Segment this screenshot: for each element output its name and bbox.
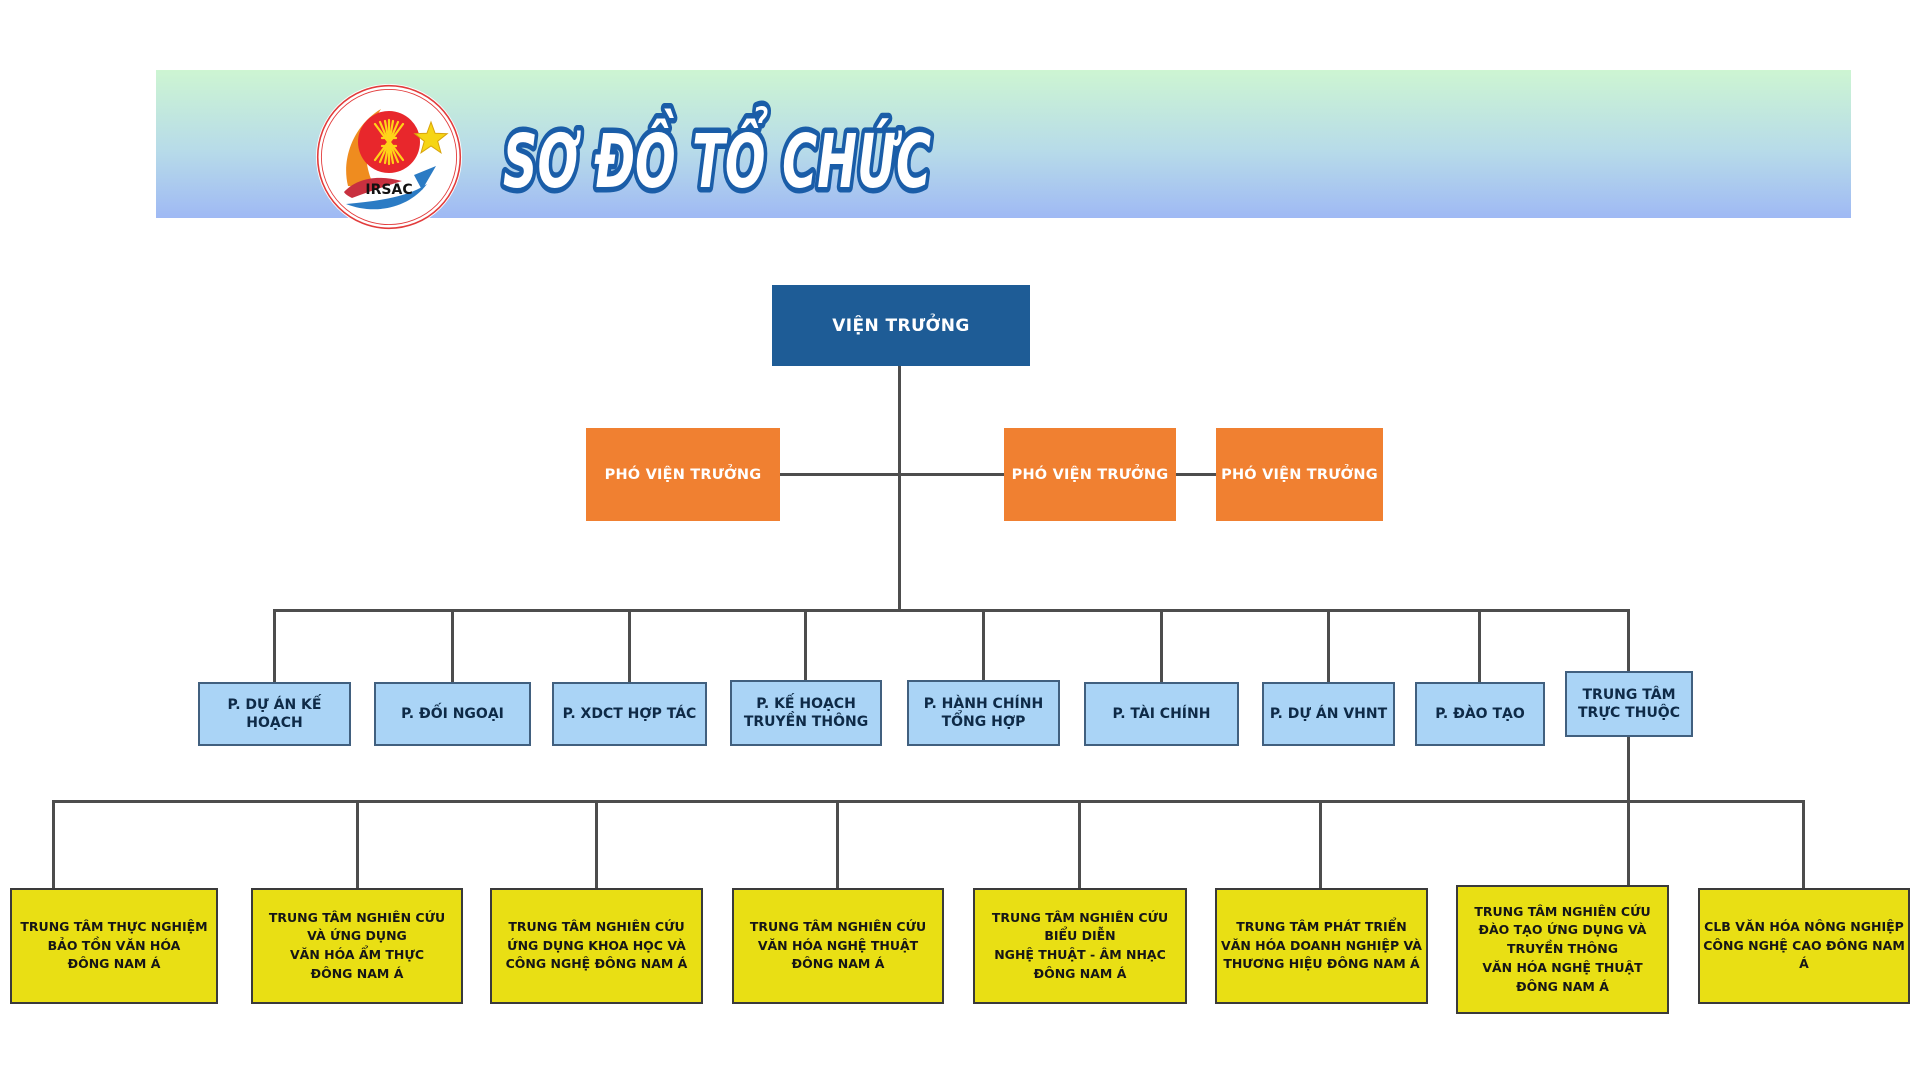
- connector-stub: [1160, 610, 1163, 682]
- department-box-xdct-hop-tac: P. XDCT HỢP TÁC: [552, 682, 707, 746]
- irsac-logo: IRSAC: [316, 84, 462, 230]
- department-box-dao-tao: P. ĐÀO TẠO: [1415, 682, 1545, 746]
- connector-stub: [628, 610, 631, 682]
- center-box-doanh-nghiep-thuong-hieu: TRUNG TÂM PHÁT TRIỂN VĂN HÓA DOANH NGHIỆ…: [1215, 888, 1428, 1004]
- connector-stub: [804, 610, 807, 682]
- department-box-doi-ngoai: P. ĐỐI NGOẠI: [374, 682, 531, 746]
- department-label: P. TÀI CHÍNH: [1112, 705, 1211, 722]
- department-label: P. KẾ HOẠCH TRUYỀN THÔNG: [743, 695, 869, 730]
- connector-stub: [1627, 610, 1630, 671]
- director-box: VIỆN TRƯỞNG: [772, 285, 1030, 366]
- connector-stub: [595, 801, 598, 888]
- svg-text:SƠ ĐỒ TỔ CHỨC: SƠ ĐỒ TỔ CHỨC: [503, 105, 931, 205]
- deputy-director-box-2: PHÓ VIỆN TRƯỞNG: [1004, 428, 1176, 521]
- logo-arrow-swoosh: [346, 184, 427, 210]
- center-box-bieu-dien-am-nhac: TRUNG TÂM NGHIÊN CỨU BIỂU DIỄN NGHỆ THUẬ…: [973, 888, 1187, 1004]
- department-label: P. ĐỐI NGOẠI: [401, 705, 504, 722]
- connector-deputy-left: [780, 473, 1004, 476]
- center-box-clb-nong-nghiep: CLB VĂN HÓA NÔNG NGHIỆP CÔNG NGHỆ CAO ĐÔ…: [1698, 888, 1910, 1004]
- department-box-tai-chinh: P. TÀI CHÍNH: [1084, 682, 1239, 746]
- department-box-trung-tam-truc-thuoc: TRUNG TÂM TRỰC THUỘC: [1565, 671, 1693, 737]
- connector-stub: [1802, 801, 1805, 888]
- department-box-du-an-vhnt: P. DỰ ÁN VHNT: [1262, 682, 1395, 746]
- center-box-van-hoa-am-thuc: TRUNG TÂM NGHIÊN CỨU VÀ ỨNG DỤNG VĂN HÓA…: [251, 888, 463, 1004]
- logo-star-icon: [413, 120, 449, 154]
- department-label: P. DỰ ÁN KẾ HOẠCH: [227, 696, 322, 731]
- center-label: TRUNG TÂM NGHIÊN CỨU ĐÀO TẠO ỨNG DỤNG VÀ…: [1474, 903, 1651, 994]
- center-label: TRUNG TÂM THỰC NGHIỆM BẢO TỒN VĂN HÓA ĐÔ…: [20, 918, 208, 972]
- center-box-dao-tao-truyen-thong: TRUNG TÂM NGHIÊN CỨU ĐÀO TẠO ỨNG DỤNG VÀ…: [1456, 885, 1669, 1014]
- connector-stub: [356, 801, 359, 888]
- logo-rice-sheaf: [373, 118, 405, 166]
- department-box-hanh-chinh-tong-hop: P. HÀNH CHÍNH TỔNG HỢP: [907, 680, 1060, 746]
- center-box-van-hoa-nghe-thuat: TRUNG TÂM NGHIÊN CỨU VĂN HÓA NGHỆ THUẬT …: [732, 888, 944, 1004]
- department-box-ke-hoach-truyen-thong: P. KẾ HOẠCH TRUYỀN THÔNG: [730, 680, 882, 746]
- connector-stub: [451, 610, 454, 682]
- connector-departments-rail: [273, 609, 1630, 612]
- deputy-director-label: PHÓ VIỆN TRƯỞNG: [1011, 466, 1169, 483]
- connector-centers-trunk: [1627, 737, 1630, 888]
- connector-deputy-right: [1176, 473, 1216, 476]
- deputy-director-box-3: PHÓ VIỆN TRƯỞNG: [1216, 428, 1383, 521]
- department-label: TRUNG TÂM TRỰC THUỘC: [1578, 686, 1680, 721]
- deputy-director-label: PHÓ VIỆN TRƯỞNG: [1221, 466, 1378, 483]
- deputy-director-label: PHÓ VIỆN TRƯỞNG: [604, 466, 762, 483]
- center-label: TRUNG TÂM NGHIÊN CỨU VĂN HÓA NGHỆ THUẬT …: [749, 918, 927, 972]
- center-label: CLB VĂN HÓA NÔNG NGHIỆP CÔNG NGHỆ CAO ĐÔ…: [1703, 918, 1905, 972]
- center-box-khoa-hoc-cong-nghe: TRUNG TÂM NGHIÊN CỨU ỨNG DỤNG KHOA HỌC V…: [490, 888, 703, 1004]
- department-label: P. ĐÀO TẠO: [1435, 705, 1525, 722]
- connector-stub: [273, 610, 276, 682]
- department-box-du-an-ke-hoach: P. DỰ ÁN KẾ HOẠCH: [198, 682, 351, 746]
- center-label: TRUNG TÂM NGHIÊN CỨU ỨNG DỤNG KHOA HỌC V…: [505, 918, 688, 972]
- connector-stub: [1327, 610, 1330, 682]
- center-label: TRUNG TÂM PHÁT TRIỂN VĂN HÓA DOANH NGHIỆ…: [1221, 918, 1422, 972]
- deputy-director-box-1: PHÓ VIỆN TRƯỞNG: [586, 428, 780, 521]
- connector-stub: [1478, 610, 1481, 682]
- connector-stub: [52, 801, 55, 888]
- center-label: TRUNG TÂM NGHIÊN CỨU BIỂU DIỄN NGHỆ THUẬ…: [991, 909, 1169, 981]
- logo-text: IRSAC: [365, 182, 412, 198]
- director-label: VIỆN TRƯỞNG: [832, 315, 970, 336]
- center-label: TRUNG TÂM NGHIÊN CỨU VÀ ỨNG DỤNG VĂN HÓA…: [268, 909, 446, 981]
- connector-director-trunk: [898, 366, 901, 611]
- connector-stub: [836, 801, 839, 888]
- department-label: P. XDCT HỢP TÁC: [562, 705, 697, 722]
- connector-centers-rail: [52, 800, 1805, 803]
- center-box-thuc-nghiem-bao-ton: TRUNG TÂM THỰC NGHIỆM BẢO TỒN VĂN HÓA ĐÔ…: [10, 888, 218, 1004]
- connector-stub: [982, 610, 985, 682]
- department-label: P. DỰ ÁN VHNT: [1269, 705, 1388, 722]
- connector-stub: [1078, 801, 1081, 888]
- page-title: SƠ ĐỒ TỔ CHỨC: [498, 100, 937, 211]
- department-label: P. HÀNH CHÍNH TỔNG HỢP: [923, 695, 1044, 730]
- connector-stub: [1319, 801, 1322, 888]
